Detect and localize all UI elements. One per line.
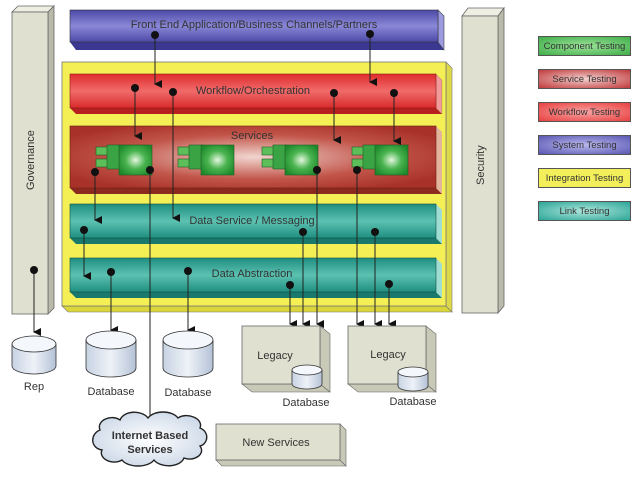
front-end-label: Front End Application/Business Channels/…	[131, 19, 378, 31]
component-3	[261, 144, 319, 176]
legacy-1-database-label: Database	[282, 397, 329, 409]
database-1-label: Database	[87, 386, 134, 398]
legacy-2-system: Legacy	[347, 325, 437, 393]
data-abstraction-layer: Data Abstraction	[69, 257, 442, 298]
data-service-layer: Data Service / Messaging	[69, 203, 442, 244]
governance-pillar: Governance	[11, 5, 55, 315]
new-services-box: New Services	[215, 423, 347, 467]
database-1-icon	[85, 330, 137, 378]
governance-label: Governance	[25, 130, 37, 190]
connectors	[33, 34, 401, 424]
legacy-2-label: Legacy	[370, 349, 406, 361]
legacy-1-system: Legacy	[241, 325, 331, 393]
legacy-1-database-icon	[291, 364, 323, 390]
legacy-1-label: Legacy	[257, 350, 293, 362]
rep-label: Rep	[24, 381, 44, 393]
rep-database-icon	[11, 335, 57, 375]
services-label: Services	[231, 130, 274, 142]
internet-cloud-icon	[92, 411, 208, 467]
legend-component-testing: Component Testing	[538, 36, 631, 56]
front-end-layer: Front End Application/Business Channels/…	[69, 9, 445, 51]
data-abstraction-label: Data Abstraction	[212, 268, 293, 280]
workflow-layer: Workflow/Orchestration	[69, 73, 443, 115]
legend-service-testing: Service Testing	[538, 69, 631, 89]
legacy-2-database-label: Database	[389, 396, 436, 408]
data-service-label: Data Service / Messaging	[189, 215, 314, 227]
legacy-2-database-icon	[397, 366, 429, 392]
legend-system-testing: System Testing	[538, 135, 631, 155]
internet-label-line2: Services	[127, 444, 172, 456]
database-2-label: Database	[164, 387, 211, 399]
security-label: Security	[475, 145, 487, 185]
workflow-label: Workflow/Orchestration	[196, 85, 310, 97]
legend-workflow-testing: Workflow Testing	[538, 102, 631, 122]
database-2-icon	[162, 330, 214, 378]
component-4	[351, 144, 409, 176]
component-2	[177, 144, 235, 176]
internet-label-line1: Internet Based	[112, 430, 188, 442]
legend-integration-testing: Integration Testing	[538, 168, 631, 188]
new-services-label: New Services	[242, 437, 310, 449]
connector-dots	[30, 30, 398, 289]
legend-link-testing: Link Testing	[538, 201, 631, 221]
security-pillar: Security	[461, 6, 505, 315]
